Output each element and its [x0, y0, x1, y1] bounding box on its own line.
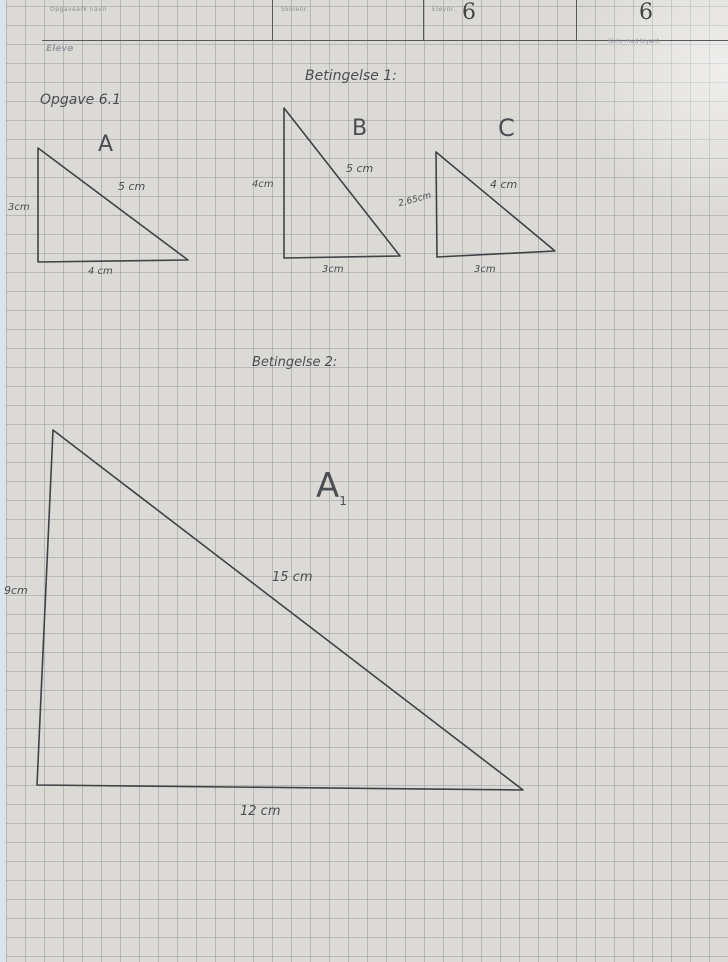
triangle-a1-hypotenuse: 15 cm [272, 570, 313, 585]
header-cell-school: Skolenr. [273, 0, 424, 40]
header-cell-student: Elevnr. 6 [424, 0, 577, 40]
header-value: 6 [462, 0, 476, 25]
triangle-c [435, 151, 556, 258]
triangle-b-bottom-side: 3cm [322, 264, 344, 275]
triangle-a-label: A [98, 132, 114, 157]
triangle-a-hypotenuse: 5 cm [118, 180, 146, 193]
header-caption: Elevnr. [432, 6, 456, 13]
header-caption: Skolenr. [281, 6, 309, 13]
exercise-title: Opgave 6.1 [40, 92, 121, 108]
triangle-a1 [36, 429, 524, 791]
triangle-b [283, 107, 401, 259]
header-cell-extra: 6 [577, 0, 728, 40]
printed-note: Skriv med blyant [608, 38, 659, 45]
triangle-c-bottom-side: 3cm [474, 264, 496, 275]
triangle-a1-bottom-side: 12 cm [240, 804, 281, 819]
condition-1-title: Betingelse 1: [305, 68, 397, 84]
triangle-a [37, 147, 189, 263]
triangle-b-hypotenuse: 5 cm [346, 162, 374, 175]
header-cell-name: Opgaveark navn [42, 0, 273, 40]
triangle-c-hypotenuse: 4 cm [490, 178, 518, 191]
header-table: Opgaveark navn Skolenr. Elevnr. 6 6 [42, 0, 728, 41]
triangle-c-label: C [498, 114, 515, 142]
triangle-a1-label: A1 [316, 466, 347, 508]
header-caption: Opgaveark navn [50, 6, 107, 13]
header-value: 6 [639, 0, 653, 25]
triangle-a1-left-side: 9cm [4, 584, 28, 597]
triangle-b-left-side: 4cm [252, 179, 274, 190]
condition-2-title: Betingelse 2: [252, 355, 338, 370]
triangle-a-bottom-side: 4 cm [88, 266, 113, 277]
triangle-a-left-side: 3cm [8, 202, 30, 213]
triangle-b-label: B [352, 116, 368, 141]
publisher-logo: Eleve [46, 44, 74, 54]
grid-paper-sheet: Opgaveark navn Skolenr. Elevnr. 6 6 Elev… [6, 0, 728, 962]
